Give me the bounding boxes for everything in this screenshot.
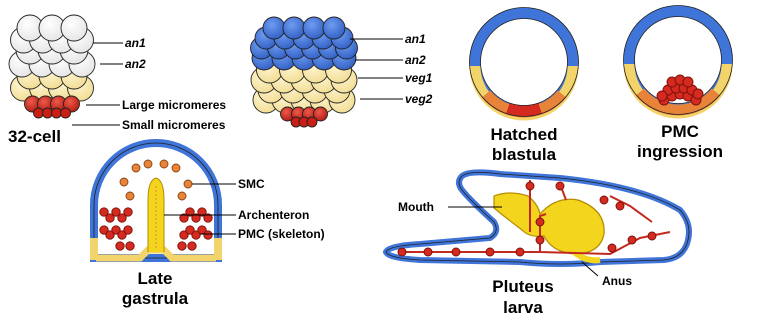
small-micromere-cell	[43, 108, 53, 118]
label-an2: an2	[125, 57, 146, 71]
skeleton-cell	[516, 248, 524, 256]
an1-cell	[323, 17, 345, 39]
label-small-micromeres: Small micromeres	[122, 118, 226, 132]
an1-cell	[303, 17, 325, 39]
smc-cell	[160, 160, 168, 168]
late-gastrula: SMC Archenteron PMC (skeleton) Late gast…	[94, 143, 325, 308]
label-smc: SMC	[238, 177, 265, 191]
skeleton-cell	[536, 236, 544, 244]
smc-cell	[132, 164, 140, 172]
smc-cell	[184, 180, 192, 188]
skeleton-cell	[536, 218, 544, 226]
title-pmc-line1: PMC	[661, 122, 699, 141]
an1-cell	[283, 17, 305, 39]
pmc-cell	[683, 77, 693, 87]
hatched-blastula: Hatched blastula	[470, 8, 579, 165]
skeleton-cell	[424, 248, 432, 256]
pmc-cell	[124, 226, 132, 234]
small-micromere-cell	[34, 108, 44, 118]
small-micromere-cell	[61, 108, 71, 118]
title-gastrula-line1: Late	[138, 269, 173, 288]
pmc-cell	[204, 231, 212, 239]
skeleton-cell	[616, 202, 624, 210]
an1-cell	[263, 17, 285, 39]
pmc-cell	[124, 208, 132, 216]
label-mouth: Mouth	[398, 200, 434, 214]
smc-cell	[172, 164, 180, 172]
label-large-micromeres: Large micromeres	[122, 98, 226, 112]
smc-cell	[178, 192, 186, 200]
title-hatched-line1: Hatched	[490, 125, 557, 144]
title-gastrula-line2: gastrula	[122, 289, 189, 308]
an1-cell	[61, 15, 87, 41]
pmc-cell	[116, 242, 124, 250]
ingressing-pmc-cluster	[657, 75, 703, 105]
pmc-cell	[188, 242, 196, 250]
label-an1: an1	[405, 32, 426, 46]
pmc-cell	[126, 242, 134, 250]
micromeres	[281, 107, 328, 127]
pluteus-larva: Mouth Anus Pluteus larva	[386, 172, 689, 317]
animal-tier	[9, 15, 95, 77]
skeleton-cell	[608, 244, 616, 252]
small-micromere-cell	[307, 117, 317, 127]
label-archenteron: Archenteron	[238, 208, 309, 222]
title-32cell: 32-cell	[8, 127, 61, 146]
pmc-cell	[657, 91, 667, 101]
label-veg1: veg1	[405, 71, 433, 85]
embryo-32cell: an1 an2 Large micromeres Small micromere…	[8, 15, 226, 146]
title-hatched-line2: blastula	[492, 145, 557, 164]
label-anus: Anus	[602, 274, 632, 288]
title-pmc-line2: ingression	[637, 142, 723, 161]
smc-cell	[120, 178, 128, 186]
blastula-micromere-plate	[508, 108, 540, 111]
pmc-cell	[178, 242, 186, 250]
skeleton-cell	[648, 232, 656, 240]
blastula-inner-outline	[481, 19, 568, 106]
skeleton-cell	[556, 182, 564, 190]
skeleton-cell	[398, 248, 406, 256]
label-veg2: veg2	[405, 92, 433, 106]
pmc-cell	[693, 89, 703, 99]
pmc-ingression: PMC ingression	[624, 6, 733, 162]
smc-cell	[144, 160, 152, 168]
skeleton-cell	[452, 248, 460, 256]
small-micromere-cell	[52, 108, 62, 118]
label-an2: an2	[405, 53, 426, 67]
title-pluteus-line2: larva	[503, 298, 543, 317]
skeleton-cell	[486, 248, 494, 256]
embryo-60cell: an1 an2 veg1 veg2	[251, 17, 433, 127]
skeleton-cell	[526, 182, 534, 190]
smc-cell	[126, 192, 134, 200]
label-an1: an1	[125, 36, 146, 50]
skeleton-cell	[600, 196, 608, 204]
animal-tier	[251, 17, 358, 70]
title-pluteus-line1: Pluteus	[492, 277, 553, 296]
label-pmc-skeleton: PMC (skeleton)	[238, 227, 325, 241]
skeleton-cell	[628, 236, 636, 244]
micromeres	[25, 96, 80, 118]
